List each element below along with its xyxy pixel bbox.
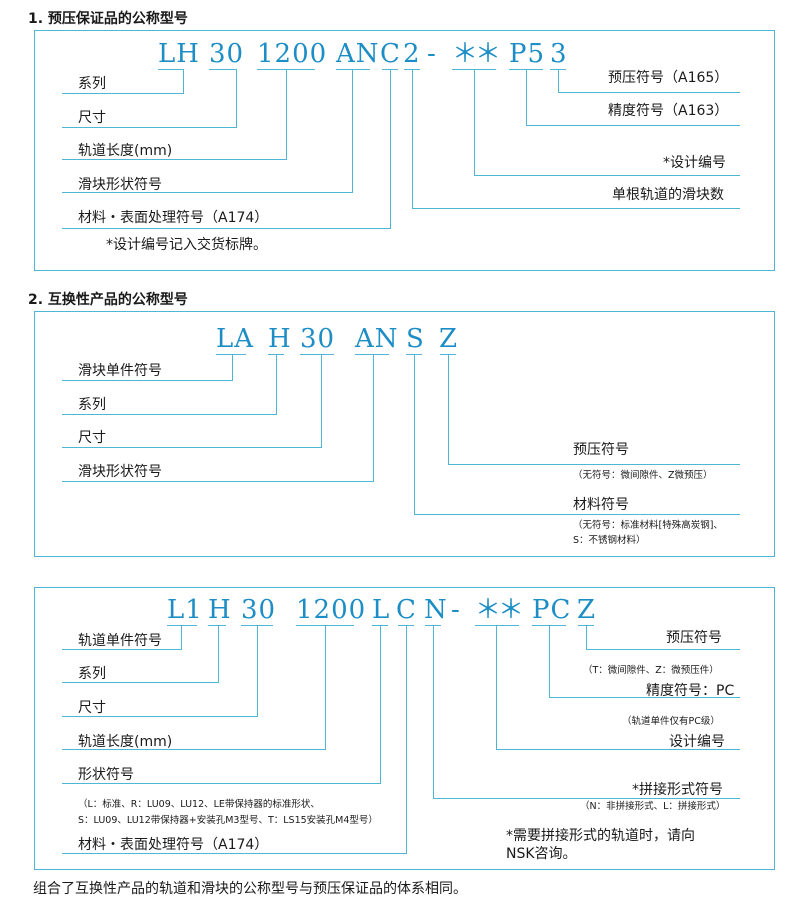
section2-box — [34, 311, 775, 557]
code-slider-shape: AN — [336, 39, 380, 69]
accuracy-note: （轨道单件仅有PC级） — [622, 716, 720, 727]
label-series: 系列 — [78, 397, 106, 413]
label-rail-length: 轨道长度(mm) — [78, 734, 173, 750]
code-dash: - — [427, 39, 437, 69]
code-accuracy: P5 — [509, 39, 546, 69]
label-slider-count: 单根轨道的滑块数 — [612, 187, 724, 203]
code-size: 30 — [209, 39, 245, 69]
design-number-note: *设计编号记入交货标牌。 — [106, 237, 267, 253]
material-note-line2: S：不锈钢材料） — [573, 535, 646, 546]
shape-note-line1: （L：标准、R：LU09、LU12、LE带保持器的标准形状、 — [78, 799, 320, 810]
code-design-1: ＊ — [452, 39, 480, 69]
code-size: 30 — [241, 595, 277, 625]
label-rail-length: 轨道长度(mm) — [78, 143, 173, 159]
code-slider-shape: AN — [355, 324, 399, 354]
code-rail-length: 1200 — [257, 39, 328, 69]
section2-title: 2. 互换性产品的公称型号 — [28, 292, 188, 308]
code-joint: N — [424, 595, 448, 625]
code-preload: 3 — [550, 39, 568, 69]
label-slider-shape: 滑块形状符号 — [78, 177, 162, 193]
code-material: C — [396, 595, 417, 625]
label-preload: 预压符号（A165） — [608, 70, 729, 86]
code-accuracy: PC — [532, 595, 572, 625]
label-preload: 预压符号 — [666, 630, 722, 646]
label-preload: 预压符号 — [573, 442, 629, 458]
code-material: S — [406, 324, 425, 354]
label-series: 系列 — [78, 76, 106, 92]
joint-remark-line2: NSK咨询。 — [506, 846, 577, 862]
label-joint: *拼接形式符号 — [632, 782, 723, 798]
label-shape: 形状符号 — [78, 767, 134, 783]
code-series: H — [268, 324, 292, 354]
label-slider-shape: 滑块形状符号 — [78, 464, 162, 480]
label-series: 系列 — [78, 666, 106, 682]
label-slider-unit: 滑块单件符号 — [78, 363, 162, 379]
joint-note: （N：非拼接形式、L：拼接形式） — [580, 801, 726, 812]
joint-remark-line1: *需要拼接形式的轨道时，请向 — [506, 828, 695, 844]
code-rail-unit: L1 — [167, 595, 203, 625]
preload-note: （无符号：微间隙件、Z微预压） — [573, 470, 713, 481]
preload-note: （T：微间隙件、Z：微预压件） — [583, 665, 719, 676]
code-design-1: ＊ — [475, 595, 503, 625]
code-preload: Z — [577, 595, 597, 625]
label-size: 尺寸 — [78, 110, 106, 126]
code-material: C — [380, 39, 401, 69]
label-material: 材料・表面处理符号（A174） — [78, 210, 269, 226]
code-design-2: ＊ — [475, 39, 503, 69]
footer-note: 组合了互换性产品的轨道和滑块的公称型号与预压保证品的体系相同。 — [33, 881, 467, 897]
code-design-2: ＊ — [498, 595, 526, 625]
code-series: H — [208, 595, 232, 625]
label-accuracy: 精度符号（A163） — [608, 103, 729, 119]
code-shape: L — [372, 595, 391, 625]
label-material: 材料符号 — [573, 497, 629, 513]
shape-note-line2: S：LU09、LU12带保持器+安装孔M3型号、T：LS15安装孔M4型号） — [78, 815, 378, 826]
code-slider-unit: LA — [216, 324, 255, 354]
code-preload: Z — [439, 324, 459, 354]
section3-box — [34, 587, 775, 870]
label-rail-unit: 轨道单件符号 — [78, 633, 162, 649]
code-series: LH — [158, 39, 200, 69]
code-slider-count: 2 — [403, 39, 421, 69]
label-material: 材料・表面处理符号（A174） — [78, 837, 269, 853]
code-size: 30 — [300, 324, 336, 354]
section1-title: 1. 预压保证品的公称型号 — [28, 11, 188, 27]
code-rail-length: 1200 — [296, 595, 367, 625]
section1-box — [34, 30, 775, 271]
label-design-number: *设计编号 — [663, 155, 726, 171]
label-accuracy: 精度符号：PC — [646, 683, 735, 699]
material-note-line1: （无符号：标准材料[特殊高炭钢]、 — [573, 520, 723, 531]
label-size: 尺寸 — [78, 430, 106, 446]
label-size: 尺寸 — [78, 700, 106, 716]
label-design-number: 设计编号 — [669, 734, 725, 750]
code-dash: - — [451, 595, 461, 625]
